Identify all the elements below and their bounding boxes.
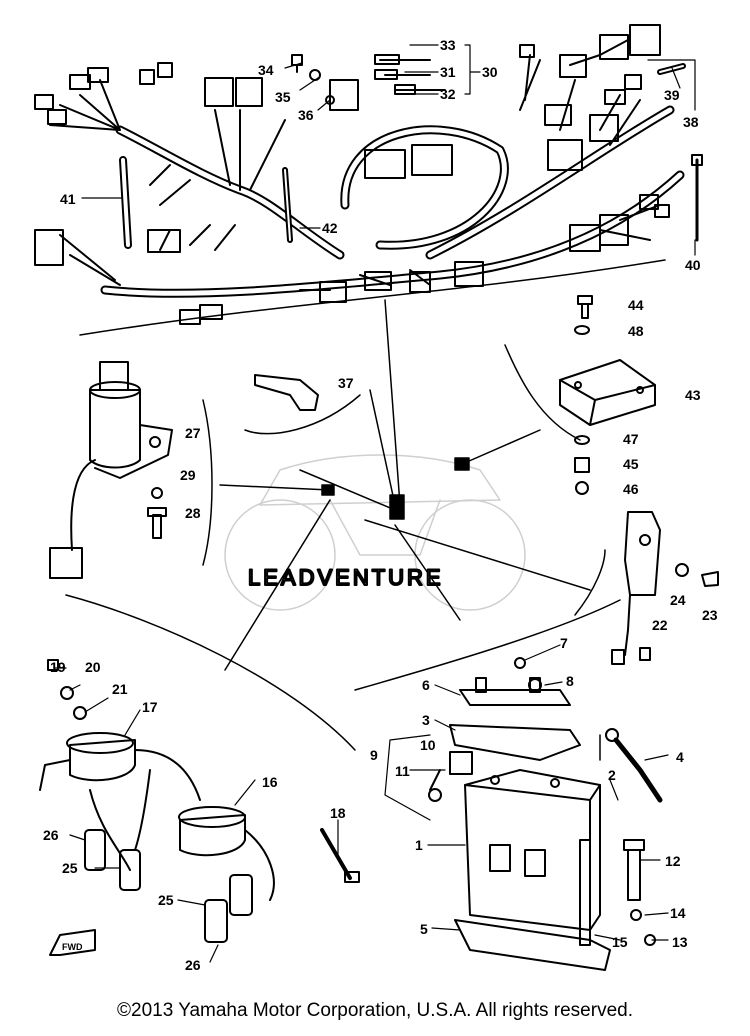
label-8: 8 bbox=[566, 673, 574, 689]
label-45: 45 bbox=[623, 456, 639, 472]
fwd-arrow-icon bbox=[49, 929, 96, 956]
leader-lines-coils bbox=[54, 667, 339, 963]
label-43: 43 bbox=[685, 387, 701, 403]
grouping-brackets bbox=[65, 259, 666, 761]
motorcycle-outline bbox=[224, 454, 526, 611]
label-17: 17 bbox=[142, 699, 158, 715]
label-40: 40 bbox=[685, 257, 701, 273]
label-44: 44 bbox=[628, 297, 644, 313]
label-7: 7 bbox=[560, 635, 568, 651]
label-29: 29 bbox=[180, 467, 196, 483]
parts-diagram: LEADVENTURE bbox=[34, 24, 719, 973]
wire-harness bbox=[34, 24, 703, 325]
ignition-switch bbox=[49, 361, 173, 579]
label-22: 22 bbox=[652, 617, 668, 633]
label-15: 15 bbox=[612, 934, 628, 950]
label-1: 1 bbox=[415, 837, 423, 853]
label-25-b: 25 bbox=[158, 892, 174, 908]
label-28: 28 bbox=[185, 505, 201, 521]
label-20: 20 bbox=[85, 659, 101, 675]
leader-lines-battery bbox=[384, 644, 669, 941]
label-31: 31 bbox=[440, 64, 456, 80]
label-16: 16 bbox=[262, 774, 278, 790]
label-37: 37 bbox=[338, 375, 354, 391]
label-13: 13 bbox=[672, 934, 688, 950]
label-12: 12 bbox=[665, 853, 681, 869]
copyright-notice: ©2013 Yamaha Motor Corporation, U.S.A. A… bbox=[117, 1000, 633, 1021]
label-4: 4 bbox=[676, 749, 684, 765]
part-labels: 33 31 30 32 34 35 36 39 38 41 42 40 44 4… bbox=[43, 37, 718, 973]
label-6: 6 bbox=[422, 677, 430, 693]
label-26-b: 26 bbox=[185, 957, 201, 973]
label-32: 32 bbox=[440, 86, 456, 102]
leader-lines-top bbox=[81, 44, 696, 256]
label-46: 46 bbox=[623, 481, 639, 497]
label-24: 24 bbox=[670, 592, 686, 608]
label-3: 3 bbox=[422, 712, 430, 728]
label-36: 36 bbox=[298, 107, 314, 123]
label-2: 2 bbox=[608, 767, 616, 783]
label-19: 19 bbox=[50, 659, 66, 675]
label-26-a: 26 bbox=[43, 827, 59, 843]
label-9: 9 bbox=[370, 747, 378, 763]
label-23: 23 bbox=[702, 607, 718, 623]
ignition-coils bbox=[39, 659, 360, 943]
watermark: LEADVENTURE bbox=[248, 565, 444, 590]
label-48: 48 bbox=[628, 323, 644, 339]
battery-assembly bbox=[428, 657, 663, 971]
label-30: 30 bbox=[482, 64, 498, 80]
part-37-bracket bbox=[254, 374, 319, 411]
label-42: 42 bbox=[322, 220, 338, 236]
label-25-a: 25 bbox=[62, 860, 78, 876]
label-39: 39 bbox=[664, 87, 680, 103]
connection-lines bbox=[219, 299, 591, 671]
label-38: 38 bbox=[683, 114, 699, 130]
fwd-label: FWD bbox=[62, 942, 83, 952]
label-10: 10 bbox=[420, 737, 436, 753]
rectifier-regulator bbox=[559, 295, 656, 495]
label-27: 27 bbox=[185, 425, 201, 441]
label-47: 47 bbox=[623, 431, 639, 447]
label-41: 41 bbox=[60, 191, 76, 207]
label-34: 34 bbox=[258, 62, 274, 78]
label-33: 33 bbox=[440, 37, 456, 53]
label-18: 18 bbox=[330, 805, 346, 821]
label-21: 21 bbox=[112, 681, 128, 697]
label-11: 11 bbox=[395, 763, 410, 779]
label-14: 14 bbox=[670, 905, 686, 921]
label-35: 35 bbox=[275, 89, 291, 105]
flasher-relay bbox=[611, 511, 719, 665]
label-5: 5 bbox=[420, 921, 428, 937]
